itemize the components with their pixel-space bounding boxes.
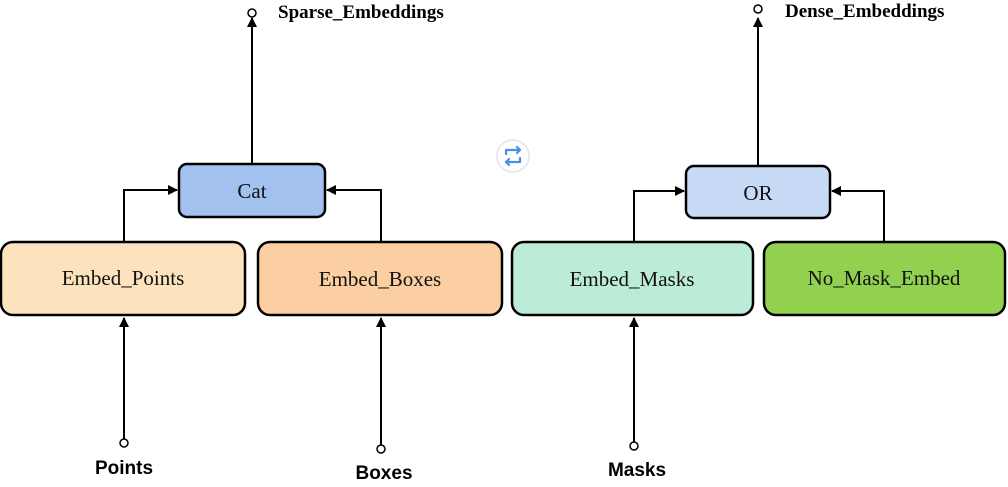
edge-embed-masks-to-or bbox=[633, 186, 685, 241]
node-embed-masks[interactable]: Embed_Masks bbox=[510, 240, 755, 317]
node-cat-box bbox=[177, 162, 327, 219]
node-or-box bbox=[684, 164, 832, 220]
node-no-mask-embed-box bbox=[762, 240, 1007, 317]
output-sparse-embeddings-label: Sparse_Embeddings bbox=[278, 2, 444, 23]
port-sparse-output bbox=[247, 8, 257, 18]
node-embed-points-label: Embed_Points bbox=[62, 266, 185, 290]
node-cat-label: Cat bbox=[237, 179, 266, 203]
node-cat[interactable]: Cat bbox=[177, 162, 327, 219]
edge-no-mask-embed-to-or bbox=[831, 186, 885, 241]
output-dense-embeddings-label: Dense_Embeddings bbox=[785, 1, 944, 22]
edge-embed-points-to-cat bbox=[123, 185, 178, 241]
input-masks-label: Masks bbox=[608, 460, 666, 481]
input-points-label: Points bbox=[95, 458, 153, 479]
node-or-label: OR bbox=[743, 181, 772, 205]
node-no-mask-embed[interactable]: No_Mask_Embed bbox=[762, 240, 1007, 317]
port-dense-output bbox=[753, 4, 763, 14]
port-boxes-input bbox=[376, 444, 386, 454]
node-embed-boxes[interactable]: Embed_Boxes bbox=[256, 240, 504, 317]
node-embed-masks-label: Embed_Masks bbox=[570, 267, 695, 291]
input-boxes-label: Boxes bbox=[355, 463, 412, 484]
swap-arrows-icon bbox=[504, 145, 522, 167]
node-embed-boxes-label: Embed_Boxes bbox=[319, 267, 441, 291]
swap-widget-circle bbox=[496, 139, 530, 173]
node-embed-boxes-box bbox=[256, 240, 504, 317]
swap-widget[interactable] bbox=[496, 139, 530, 173]
port-masks-input bbox=[629, 441, 639, 451]
edge-embed-boxes-to-cat bbox=[326, 185, 382, 241]
node-embed-points[interactable]: Embed_Points bbox=[0, 240, 247, 317]
node-embed-points-box bbox=[0, 240, 247, 317]
node-embed-masks-box bbox=[510, 240, 755, 317]
node-or[interactable]: OR bbox=[684, 164, 832, 220]
port-points-input bbox=[119, 438, 129, 448]
node-no-mask-embed-label: No_Mask_Embed bbox=[808, 266, 961, 290]
